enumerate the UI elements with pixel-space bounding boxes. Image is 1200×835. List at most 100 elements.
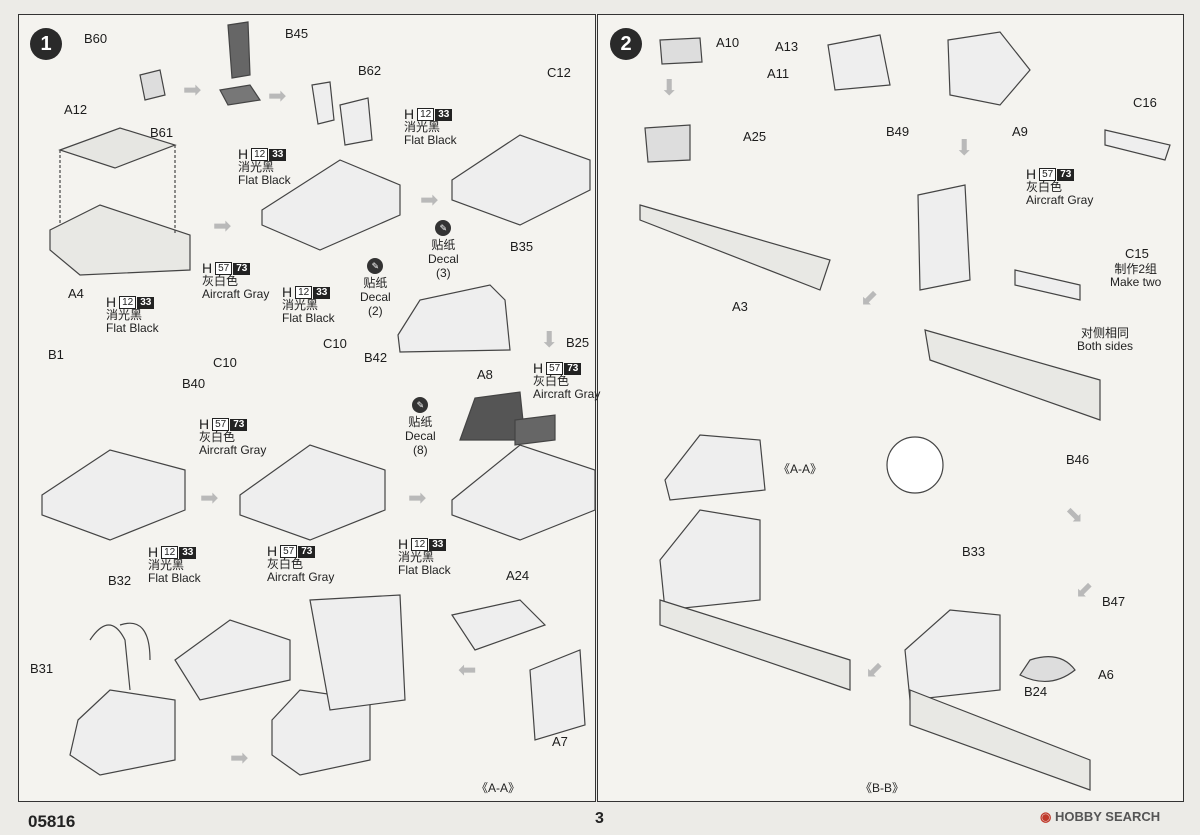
paint-name-en: Aircraft Gray (533, 387, 601, 401)
paint-number-a: 12 (119, 296, 137, 309)
flow-arrow-icon: ⬋ (1075, 577, 1094, 602)
decal-callout-3: ✎ 贴纸 Decal (3) (428, 220, 459, 280)
part-label-a6: A6 (1098, 667, 1114, 682)
decal-callout-8: ✎ 贴纸 Decal (8) (405, 397, 436, 457)
paint-number-a: 57 (280, 545, 298, 558)
paint-number-a: 57 (212, 418, 230, 431)
part-label-a9: A9 (1012, 124, 1028, 139)
paint-number-b: 73 (233, 262, 251, 275)
paint-name-en: Aircraft Gray (267, 570, 335, 584)
paint-name-en: Flat Black (106, 321, 159, 335)
instrument-panel-drawings (89, 284, 586, 741)
part-label-a12: A12 (64, 102, 88, 117)
part-label-c10: C10 (213, 355, 237, 370)
paint-number-b: 73 (298, 545, 316, 558)
decal-icon: ✎ (412, 397, 429, 413)
flow-arrow-icon: ⬊ (1065, 502, 1084, 527)
paint-name-en: Aircraft Gray (199, 443, 267, 457)
catalog-number: 05816 (28, 812, 76, 831)
part-label-b24: B24 (1024, 684, 1048, 699)
part-label-b33: B33 (962, 544, 986, 559)
flow-arrow-icon: ➡ (268, 83, 287, 108)
decal-number: (8) (413, 443, 428, 457)
paint-number-a: 57 (1039, 168, 1057, 181)
decal-callout-2: ✎ 贴纸 Decal (2) (360, 258, 391, 318)
part-label-b1: B1 (48, 347, 64, 362)
decal-label-en: Decal (428, 252, 459, 266)
paint-name-zh: 消光黑 (238, 160, 275, 174)
flow-arrow-icon: ➡ (183, 77, 202, 102)
cockpit-tub-drawings (41, 134, 596, 776)
paint-number-b: 73 (564, 362, 582, 375)
paint-number-a: 12 (411, 538, 429, 551)
flow-arrow-icon: ⬇ (540, 327, 559, 352)
step-2-number: 2 (610, 28, 642, 60)
part-label-a25: A25 (743, 129, 767, 144)
paint-name-zh: 消光黑 (398, 550, 435, 564)
paint-name-zh: 消光黑 (148, 558, 185, 572)
paint-code: H (267, 543, 278, 559)
section-label-a-a: 《A-A》 (778, 462, 823, 476)
section-label-b-b: 《B-B》 (860, 781, 905, 795)
decal-label-en: Decal (405, 429, 436, 443)
paint-name-en: Flat Black (282, 311, 335, 325)
flow-arrow-icon: ➡ (420, 187, 439, 212)
paint-number-b: 33 (429, 538, 447, 551)
flow-arrow-icon: ➡ (200, 485, 219, 510)
decal-number: (3) (436, 266, 451, 280)
part-label-b31: B31 (30, 661, 54, 676)
step-1-number: 1 (30, 28, 62, 60)
paint-number-a: 12 (251, 148, 269, 161)
paint-name-zh: 消光黑 (106, 308, 143, 322)
flow-arrow-icon: ⬅ (458, 657, 477, 682)
make-two-en: Make two (1110, 275, 1162, 289)
paint-number-b: 33 (313, 286, 331, 299)
paint-code: H (202, 260, 213, 276)
paint-name-zh: 灰白色 (533, 374, 570, 388)
paint-code: H (1026, 166, 1037, 182)
paint-name-zh: 灰白色 (267, 557, 304, 571)
paint-number-b: 73 (1057, 168, 1075, 181)
part-label-c10-right: C10 (323, 336, 347, 351)
paint-number-a: 57 (546, 362, 564, 375)
paint-name-zh: 消光黑 (282, 298, 319, 312)
paint-code: H (148, 544, 159, 560)
flow-arrow-icon: ➡ (230, 745, 249, 770)
part-label-b35: B35 (510, 239, 534, 254)
part-label-a24: A24 (506, 568, 530, 583)
make-two-zh: 制作2组 (1114, 262, 1158, 276)
paint-name-en: Flat Black (148, 571, 201, 585)
flow-arrow-icon: ⬋ (865, 657, 884, 682)
flow-arrow-icon: ➡ (408, 485, 427, 510)
part-label-b49: B49 (886, 124, 910, 139)
logo-icon: ◉ (1040, 809, 1052, 824)
part-label-c15: C15 (1125, 246, 1149, 261)
paint-code: H (404, 106, 415, 122)
part-label-a7: A7 (552, 734, 568, 749)
paint-name-en: Flat Black (398, 563, 451, 577)
paint-code: H (533, 360, 544, 376)
paint-name-zh: 灰白色 (1026, 180, 1063, 194)
part-label-b40: B40 (182, 376, 206, 391)
part-label-a3: A3 (732, 299, 748, 314)
paint-code: H (282, 284, 293, 300)
decal-label-zh: 贴纸 (363, 276, 388, 290)
paint-number-a: 57 (215, 262, 233, 275)
paint-number-b: 33 (435, 108, 453, 121)
part-label-a13: A13 (775, 39, 799, 54)
part-label-a4: A4 (68, 286, 84, 301)
decal-label-zh: 贴纸 (431, 238, 456, 252)
flow-arrow-icon: ⬋ (860, 285, 879, 310)
part-label-b45: B45 (285, 26, 309, 41)
part-label-c16: C16 (1133, 95, 1157, 110)
paint-code: H (398, 536, 409, 552)
